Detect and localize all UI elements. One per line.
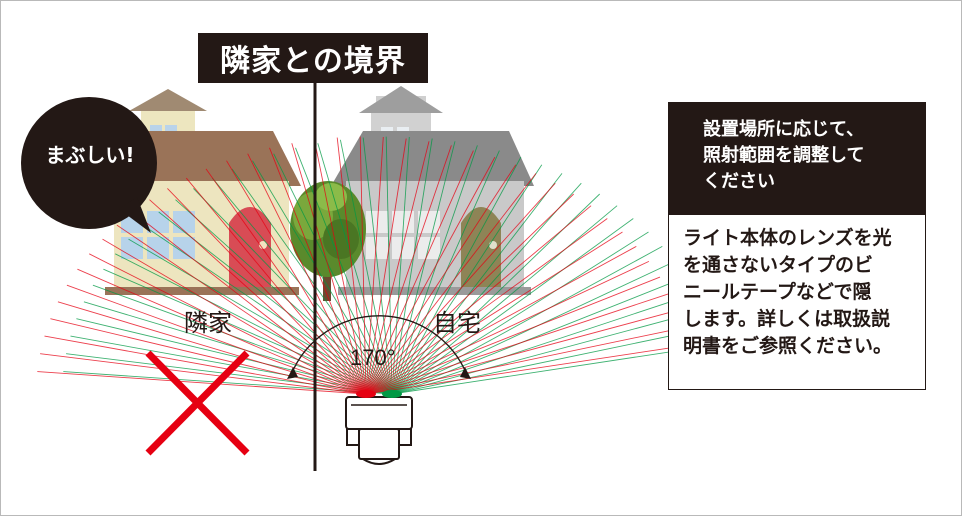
info-body-line: ニールテープなどで隠 [683, 280, 872, 303]
angle-arc [287, 315, 471, 379]
light-ray [167, 188, 367, 395]
light-ray [142, 224, 393, 395]
light-ray [365, 182, 556, 395]
light-ray [391, 326, 711, 395]
light-ray [391, 136, 410, 395]
light-ray [365, 231, 623, 395]
light-ray [391, 246, 663, 395]
light-ray [365, 141, 430, 395]
light-ray [391, 205, 618, 395]
info-heading-line: 照射範囲を調整して [703, 145, 865, 167]
info-box: 設置場所に応じて、 照射範囲を調整して ください ライト本体のレンズを光 を通さ… [668, 102, 926, 390]
light-ray [391, 145, 478, 395]
own-house-label: 自宅 [433, 309, 481, 337]
info-body-line: 明書をご参照ください。 [683, 334, 893, 357]
light-ray [365, 276, 661, 395]
light-ray [336, 137, 367, 395]
light-ray [247, 153, 367, 395]
own-house-icon [331, 86, 534, 295]
light-ray [365, 136, 384, 395]
light-ray [37, 371, 367, 395]
info-body-line: ライト本体のレンズを光 [683, 227, 892, 249]
speech-bubble [21, 97, 157, 233]
neighbor-label: 隣家 [184, 309, 232, 337]
light-ray [365, 193, 575, 395]
info-heading: 設置場所に応じて、 照射範囲を調整して ください [669, 103, 925, 215]
light-ray [391, 276, 687, 395]
light-ray [391, 218, 634, 395]
light-ray [365, 164, 517, 395]
light-ray [391, 141, 456, 395]
light-ray [365, 218, 608, 395]
light-ray [365, 326, 685, 395]
light-ray [291, 143, 367, 395]
light-ray [114, 253, 393, 395]
light-ray [175, 199, 393, 395]
light-ray [116, 224, 367, 395]
light-ray [44, 335, 367, 395]
page-title: 隣家との境界 [198, 33, 428, 83]
light-ray [391, 182, 582, 395]
light-ray [365, 344, 690, 395]
light-ray [149, 199, 367, 395]
light-ray [391, 344, 716, 395]
cross-mark-icon [145, 350, 250, 456]
light-ray [50, 318, 367, 395]
light-ray [385, 136, 393, 395]
info-body-line: します。詳しくは取扱説 [683, 307, 891, 330]
light-ray [391, 292, 696, 395]
sensor-light-icon [345, 390, 413, 465]
light-ray [362, 137, 393, 395]
light-ray [77, 268, 367, 395]
light-ray [365, 156, 496, 395]
light-ray [103, 268, 393, 395]
light-ray [185, 177, 367, 395]
light-ray [391, 173, 563, 395]
light-ray [205, 168, 367, 395]
light-ray [76, 318, 393, 395]
light-ray [226, 160, 367, 395]
light-ray [313, 139, 367, 395]
light-ray [88, 253, 367, 395]
speech-bubble-text: まぶしい! [45, 143, 135, 167]
light-ray [40, 353, 367, 395]
light-ray [365, 260, 650, 395]
info-heading-line: 設置場所に応じて、 [703, 119, 865, 140]
light-ray [391, 164, 543, 395]
light-ray [365, 205, 592, 395]
light-ray [269, 147, 367, 395]
info-body-line: を通さないタイプのビ [683, 253, 874, 276]
info-heading-line: ください [703, 171, 775, 193]
light-ray [365, 150, 474, 395]
light-ray [365, 173, 537, 395]
light-ray [339, 139, 393, 395]
info-body: ライト本体のレンズを光 を通さないタイプのビ ニールテープなどで隠 します。詳し… [669, 215, 925, 360]
light-ray [365, 292, 670, 395]
light-ray [359, 136, 367, 395]
light-ray [365, 246, 637, 395]
light-ray [132, 211, 367, 395]
light-ray [391, 309, 705, 395]
light-ray [317, 143, 393, 395]
angle-label: 170° [350, 345, 396, 370]
light-ray [365, 145, 452, 395]
light-ray [365, 309, 679, 395]
light-ray [102, 238, 367, 395]
light-ray [365, 138, 407, 395]
light-rays [37, 136, 716, 395]
